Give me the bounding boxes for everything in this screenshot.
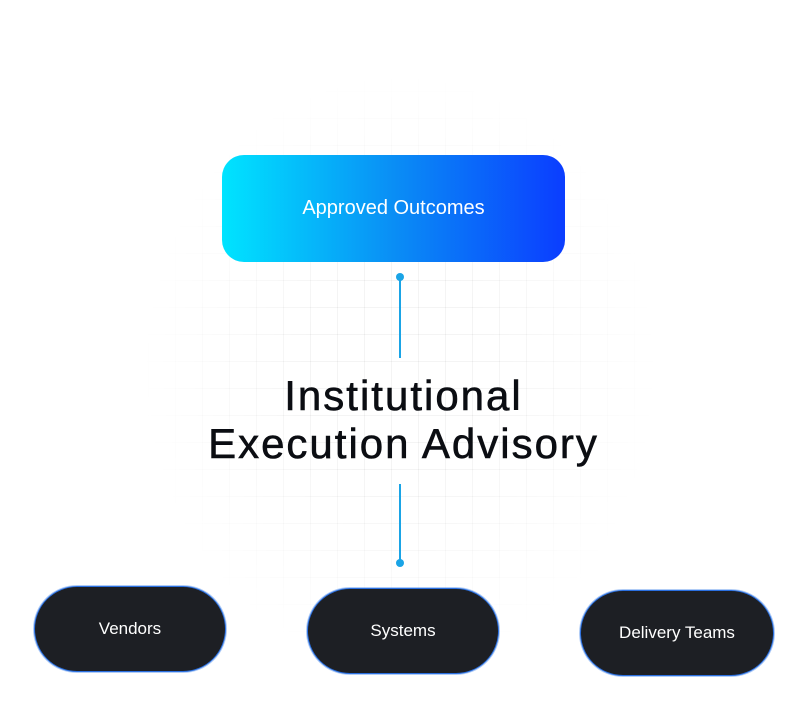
vendors-label: Vendors (98, 619, 162, 638)
title-line-1: Institutional (284, 372, 523, 420)
approved-outcomes-label: Approved Outcomes (302, 197, 485, 219)
vendors-node: Vendors (34, 586, 226, 672)
bottom-connector-dot (396, 559, 404, 567)
delivery-teams-label: Delivery Teams (619, 623, 735, 642)
top-connector-dot (396, 273, 404, 281)
systems-node: Systems (307, 588, 499, 674)
delivery-teams-node: Delivery Teams (580, 590, 774, 676)
approved-outcomes-node: Approved Outcomes (222, 155, 565, 262)
title-line-2: Execution Advisory (208, 420, 599, 468)
diagram-title: Institutional Execution Advisory (0, 372, 807, 468)
systems-label: Systems (370, 621, 436, 640)
top-connector-line (399, 280, 401, 358)
bottom-connector-line (399, 484, 401, 562)
